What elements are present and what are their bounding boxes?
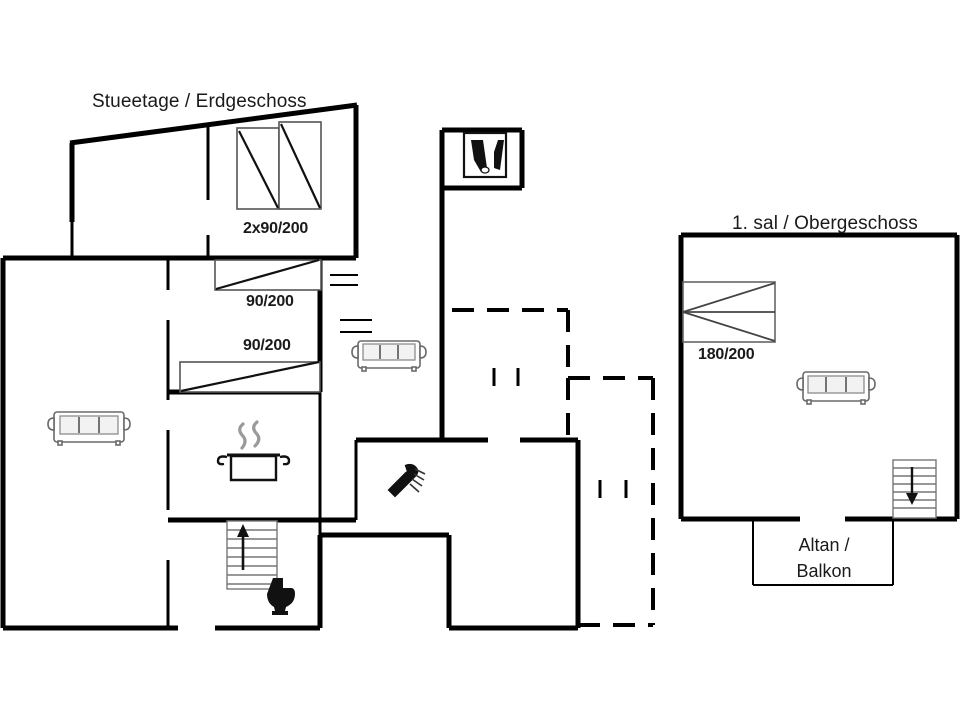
door-bed-upper <box>214 258 322 291</box>
upper-floor-plan <box>678 232 960 586</box>
sofa-icon <box>47 411 131 446</box>
dimension-label-double-bed: 180/200 <box>698 346 755 363</box>
sofa-icon <box>351 340 427 372</box>
balcony-label-line2: Balkon <box>796 561 852 581</box>
stairs-up-icon <box>226 520 278 590</box>
cooking-pot-icon <box>216 420 291 482</box>
dimension-label-bed-upper: 90/200 <box>246 293 294 310</box>
toilet-icon <box>267 578 295 615</box>
door-bed-lower <box>179 360 321 393</box>
door-double-top <box>236 121 322 210</box>
dimension-label-bed-lower: 90/200 <box>243 337 291 354</box>
shower-icon <box>387 463 426 498</box>
balcony-label-line1: Altan / <box>798 535 850 555</box>
bed-double-icon <box>682 281 776 343</box>
washing-machine-icon <box>462 131 508 179</box>
wall-roof-slope <box>69 102 358 146</box>
sofa-icon <box>796 371 876 405</box>
upper-floor-title: 1. sal / Obergeschoss <box>732 213 918 234</box>
stairs-down-icon <box>892 459 937 519</box>
dimension-label-double-door: 2x90/200 <box>243 220 309 237</box>
ground-floor-title: Stueetage / Erdgeschoss <box>92 91 307 112</box>
ground-floor-plan <box>0 102 655 631</box>
